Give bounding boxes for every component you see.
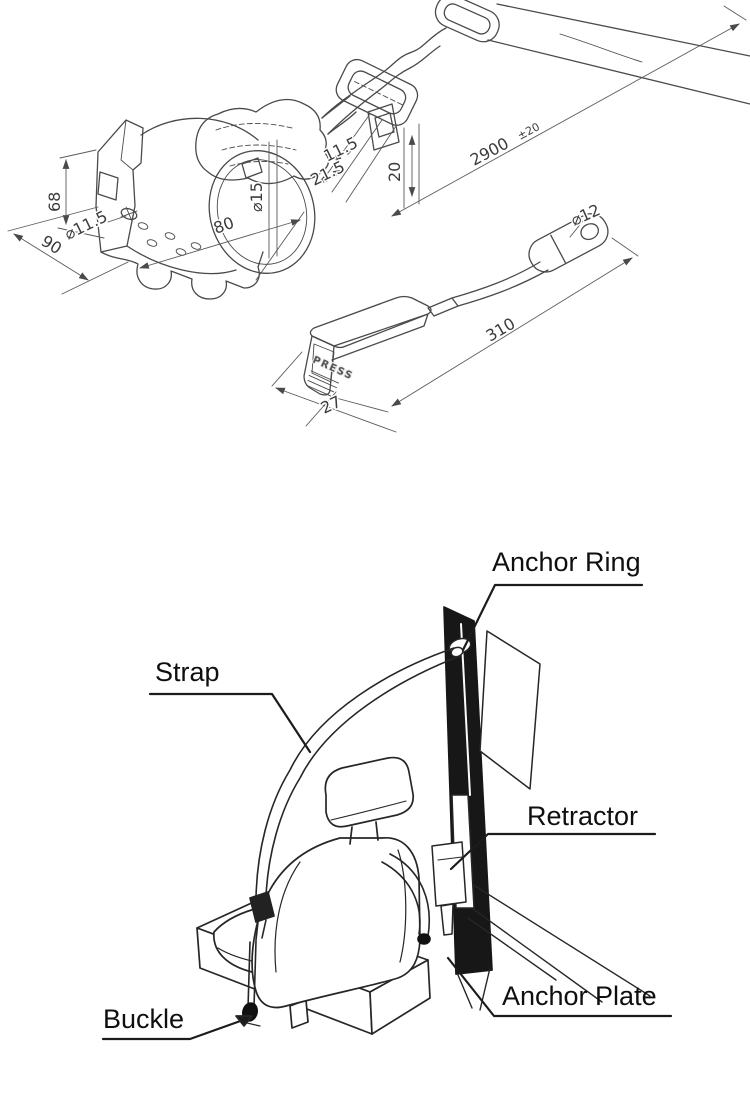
dimension-texts: 68 90 ⌀11.5 80 ⌀15 11.5 21.5 20 2900 ±20…	[36, 119, 604, 419]
installation-illustration	[101, 583, 673, 1041]
dim-cable-assembly-length: 310	[483, 314, 519, 346]
dim-webbing-length: 2900	[467, 134, 512, 170]
anchor-plate-belt-drawing	[381, 853, 431, 945]
anchor-ring-leader	[461, 583, 644, 652]
strap-drawing	[255, 647, 461, 941]
seat-drawing	[196, 756, 431, 1035]
label-leader-lines	[101, 583, 673, 1041]
anchor-plate-leader	[446, 956, 673, 1018]
dim-anchor-eye-diameter: ⌀12	[568, 200, 603, 230]
part-labels: Anchor Ring Strap Retractor Buckle Ancho…	[103, 547, 657, 1034]
buckle-leader-arrowhead	[235, 1015, 253, 1027]
technical-drawing-seatbelt-assembly: PRESS	[7, 0, 750, 433]
label-strap: Strap	[155, 657, 220, 687]
retractor-drawing	[95, 95, 357, 300]
label-retractor: Retractor	[527, 801, 638, 831]
anchor-ring-bolt-drawing	[448, 637, 472, 658]
buckle-leader	[101, 1017, 248, 1041]
label-anchor-ring: Anchor Ring	[492, 547, 641, 577]
dim-base-width: 90	[38, 231, 65, 258]
dimension-lines	[7, 5, 747, 433]
dim-retractor-height: 68	[45, 192, 64, 212]
buckle-cable-drawing: PRESS	[303, 213, 609, 397]
dim-tongue-outer-width: 21.5	[307, 157, 347, 190]
latch-plate-drawing	[249, 891, 275, 923]
retractor-unit-drawing	[431, 794, 475, 936]
retractor-leader	[449, 832, 657, 871]
label-anchor-plate: Anchor Plate	[502, 981, 657, 1011]
anchor-ring-drawing	[434, 0, 500, 43]
dim-spool-diameter: ⌀15	[247, 182, 266, 212]
dim-buckle-nose-width: 27	[318, 392, 344, 418]
window-pane-drawing	[479, 630, 541, 790]
dim-webbing-tolerance: ±20	[515, 120, 542, 142]
dim-tongue-slot-length: 20	[385, 162, 404, 182]
buckle-grip-ridges	[306, 370, 339, 397]
label-buckle: Buckle	[103, 1004, 184, 1034]
strap-leader	[148, 692, 312, 754]
